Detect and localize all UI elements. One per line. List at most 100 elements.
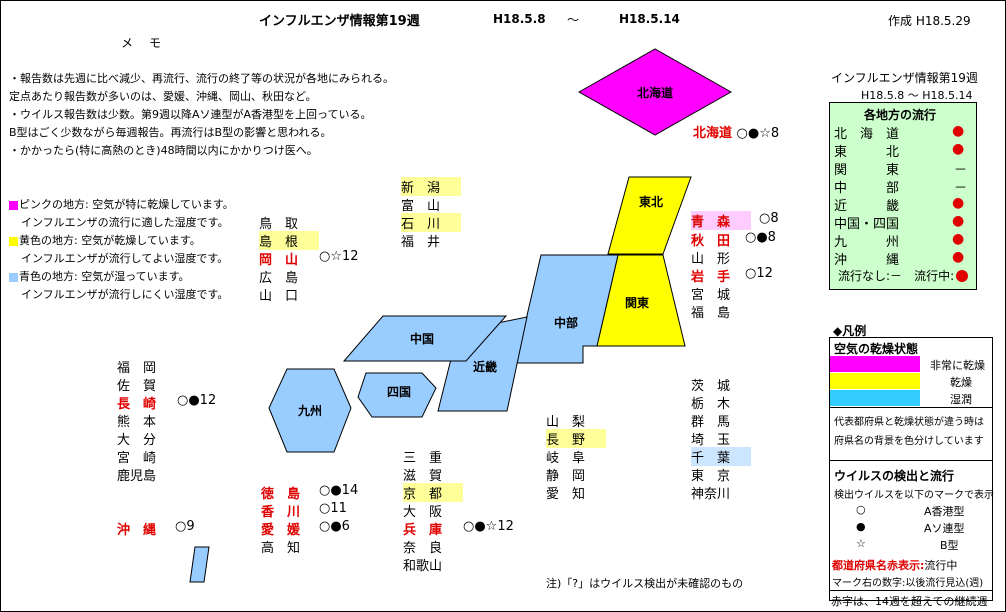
status-row-hokkaido: 北 海 道● <box>834 123 965 142</box>
pref-okinawa: 沖 縄 <box>117 523 157 538</box>
pref-ishikawa: 石 川 <box>401 213 461 232</box>
pref-okayama: 岡 山 <box>259 253 299 268</box>
pref-iwate-marks: ○12 <box>745 266 773 281</box>
mark-open-icon: ○ <box>856 503 866 516</box>
very-dry-label: 非常に乾燥 <box>930 359 985 372</box>
pref-ehime: 愛 媛 <box>261 523 301 538</box>
region-tohoku[interactable] <box>607 176 692 255</box>
pref-yamanashi: 山 梨 <box>546 415 586 430</box>
mark-filled-icon: ● <box>856 520 866 533</box>
region-label-hokkaido: 北海道 <box>637 85 673 100</box>
pref-gunma: 群 馬 <box>691 415 731 430</box>
dry-label: 乾燥 <box>950 376 972 389</box>
pref-gifu: 岐 阜 <box>546 451 586 466</box>
status-row-kinki: 近 畿● <box>834 195 965 214</box>
pref-akita-marks: ○●8 <box>745 230 776 245</box>
memo-line-1: ・報告数は先週に比べ減少、再流行、流行の終了等の状況が各地にみられる。 <box>9 72 394 85</box>
region-status-heading: 各地方の流行 <box>864 108 937 122</box>
pref-miyazaki: 宮 崎 <box>117 451 157 466</box>
mark-open-label: A香港型 <box>924 505 965 518</box>
memo-line-4: B型はごく少数ながら毎週報告。再流行はB型の影響と思われる。 <box>9 126 332 139</box>
virus-desc: 検出ウイルスを以下のマークで表示 <box>834 490 994 501</box>
pref-kagawa: 香 川 <box>261 505 301 520</box>
pref-hiroshima: 広 島 <box>259 271 299 286</box>
pref-aomori-marks: ○8 <box>759 211 779 226</box>
pref-shimane: 島 根 <box>259 231 319 250</box>
blue-swatch <box>9 272 18 282</box>
pref-yamagata: 山 形 <box>691 252 731 267</box>
legend-note-1: 代表都府県と乾燥状態が違う時は <box>834 417 984 428</box>
legend-heading: ◆凡例 <box>833 324 867 338</box>
date-to: H18.5.14 <box>619 12 680 26</box>
pref-miyagi: 宮 城 <box>691 288 731 303</box>
mark-filled-label: Aソ連型 <box>924 522 965 535</box>
pref-nagano: 長 野 <box>546 429 606 448</box>
side-panel-period: H18.5.8 ～ H18.5.14 <box>861 89 973 102</box>
region-label-shikoku: 四国 <box>387 385 411 399</box>
red-name-note: 都道府県名赤表示:流行中 <box>832 559 958 572</box>
mark-star-icon: ☆ <box>856 537 866 550</box>
region-label-kanto: 関東 <box>625 295 649 310</box>
pref-toyama: 富 山 <box>401 199 441 214</box>
memo-line-2: 定点あたり報告数が多いのは、愛媛、沖縄、岡山、秋田など。 <box>9 90 317 103</box>
pref-aomori: 青 森 <box>691 211 751 230</box>
pref-akita: 秋 田 <box>691 234 731 249</box>
side-panel-title: インフルエンザ情報第19週 <box>831 71 978 85</box>
pref-saitama: 埼 玉 <box>691 433 731 448</box>
region-chugoku[interactable] <box>342 315 508 362</box>
active-dot-icon <box>956 270 969 282</box>
pref-wakayama: 和歌山 <box>403 559 443 574</box>
status-row-chubu: 中 部－ <box>834 181 968 196</box>
red-num-note: 赤字は、14週を超えての継続週 <box>831 595 988 608</box>
pink-swatch <box>9 200 18 210</box>
pref-okinawa-marks: ○9 <box>175 519 195 534</box>
pink-note-2: インフルエンザの流行に適した湿度です。 <box>21 216 229 229</box>
status-row-kyushu: 九 州● <box>834 231 965 250</box>
memo-line-3: ・ウイルス報告数は少数。第9週以降Aソ連型がA香港型を上回っている。 <box>9 108 372 121</box>
pref-kanagawa: 神奈川 <box>691 487 731 502</box>
date-from: H18.5.8 <box>493 12 546 26</box>
pref-niigata: 新 潟 <box>401 177 461 196</box>
region-label-kinki: 近畿 <box>473 359 497 374</box>
yellow-swatch <box>9 236 18 246</box>
very-dry-swatch <box>830 356 920 372</box>
status-row-kanto: 関 東－ <box>834 163 968 178</box>
virus-unconfirmed-note: 注)「?」はウイルス検出が未確認のもの <box>546 577 744 590</box>
num-note: マーク右の数字:以後流行見込(週) <box>832 578 984 589</box>
mark-star-label: B型 <box>940 539 959 552</box>
pref-saga: 佐 賀 <box>117 379 157 394</box>
pref-tokushima-marks: ○●14 <box>319 483 359 498</box>
virus-heading: ウイルスの検出と流行 <box>834 469 955 483</box>
region-status-box: 各地方の流行 北 海 道● 東 北● 関 東－ 中 部－ 近 畿● 中国・四国●… <box>829 102 977 290</box>
legend-divider <box>830 407 992 408</box>
pref-kyoto: 京 都 <box>403 483 463 502</box>
date-tilde: ～ <box>567 13 580 27</box>
region-kyushu[interactable] <box>268 368 352 453</box>
region-shikoku[interactable] <box>357 372 437 418</box>
region-chubu[interactable] <box>515 254 619 364</box>
pref-aichi: 愛 知 <box>546 487 586 502</box>
pref-mie: 三 重 <box>403 451 443 466</box>
pref-tokyo: 東 京 <box>691 469 731 484</box>
pref-shiga: 滋 賀 <box>403 469 443 484</box>
region-label-chugoku: 中国 <box>410 331 434 346</box>
report-title: インフルエンザ情報第19週 <box>259 14 420 29</box>
pref-nagasaki: 長 崎 <box>117 397 157 412</box>
status-row-chugoku-shikoku: 中国・四国● <box>834 213 965 232</box>
yellow-note-1: 黄色の地方: 空気が乾燥しています。 <box>9 232 201 248</box>
pref-okayama-marks: ○☆12 <box>319 249 359 264</box>
dry-swatch <box>830 373 920 389</box>
region-hokkaido[interactable] <box>577 48 733 136</box>
pref-tokushima: 徳 島 <box>261 487 301 502</box>
pref-kagoshima: 鹿児島 <box>117 469 157 484</box>
region-label-kyushu: 九州 <box>297 403 322 418</box>
pink-note-1: ピンクの地方: 空気が特に乾燥しています。 <box>9 196 234 212</box>
memo-line-5: ・かかったら(特に高熱のとき)48時間以内にかかりつけ医へ。 <box>9 144 318 157</box>
pref-oita: 大 分 <box>117 433 157 448</box>
memo-heading: メ モ <box>121 36 164 50</box>
status-row-okinawa: 沖 縄● <box>834 249 965 268</box>
yellow-note-2: インフルエンザが流行してよい湿度です。 <box>21 252 229 265</box>
pref-kumamoto: 熊 本 <box>117 415 157 430</box>
pref-shizuoka: 静 岡 <box>546 469 586 484</box>
region-okinawa[interactable] <box>189 546 210 583</box>
